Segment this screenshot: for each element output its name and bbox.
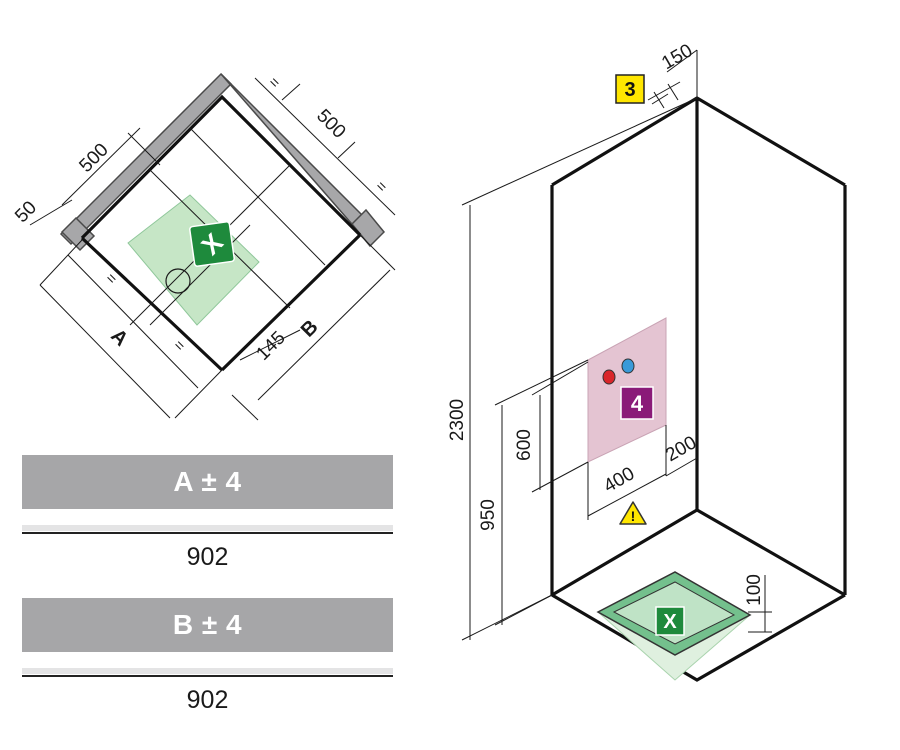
dim-100-label: 100 bbox=[744, 574, 765, 606]
equal-mark: = bbox=[170, 337, 188, 355]
dim-50-label: 50 bbox=[11, 197, 41, 227]
dim-600: 600 bbox=[514, 361, 589, 493]
wall-tile-right bbox=[220, 73, 370, 233]
dim-950: 950 bbox=[478, 359, 589, 626]
tray-wall-back bbox=[80, 94, 362, 240]
tray-front-right bbox=[220, 233, 362, 372]
dim-950-label: 950 bbox=[478, 499, 499, 531]
equal-mark: = bbox=[372, 178, 390, 196]
table-row-a-value: 902 bbox=[186, 543, 229, 571]
tap-zone-marker bbox=[620, 386, 654, 420]
dim-2300: 2300 bbox=[447, 97, 698, 641]
table-row-b-value: 902 bbox=[186, 686, 229, 714]
warning-icon-label: ! bbox=[631, 508, 636, 524]
table-row-a-separator bbox=[22, 525, 393, 531]
dim-150: 150 bbox=[647, 40, 698, 109]
dim-100: 100 bbox=[744, 574, 772, 633]
table-row-a-rule bbox=[22, 532, 393, 534]
dim-2300-label: 2300 bbox=[447, 399, 468, 441]
hot-water-dot bbox=[602, 369, 616, 385]
warning-icon: ! bbox=[619, 501, 647, 525]
drain-x-marker: X bbox=[189, 221, 235, 267]
tap-zone-marker-label: 4 bbox=[631, 391, 644, 416]
plan-view: X 50 500 500 = = A = bbox=[11, 72, 396, 421]
dim-50: 50 bbox=[11, 197, 73, 227]
dim-150-label: 150 bbox=[658, 40, 696, 74]
floor-edge bbox=[551, 593, 846, 682]
drain-circle bbox=[165, 268, 191, 294]
floor-drain-marker-label: X bbox=[663, 611, 677, 633]
equal-mark: = bbox=[102, 270, 120, 288]
plan-guide bbox=[189, 127, 326, 266]
dim-500-left-label: 500 bbox=[75, 139, 112, 176]
dim-600-label: 600 bbox=[514, 429, 535, 461]
tray-front-left bbox=[80, 236, 224, 372]
plan-guide bbox=[149, 224, 251, 326]
floor-drain-marker bbox=[655, 606, 685, 636]
elevation-view: 4 ! X 3 150 2300 bbox=[447, 40, 847, 682]
vent-marker bbox=[615, 74, 645, 104]
table-row-b-rule bbox=[22, 675, 393, 677]
cold-water-dot bbox=[621, 358, 635, 374]
floor-back-edge bbox=[551, 508, 846, 597]
equal-mark: = bbox=[265, 74, 283, 92]
vent-marker-label: 3 bbox=[624, 79, 635, 101]
table-row-b-header: B ± 4 bbox=[22, 598, 393, 652]
dim-200: 200 bbox=[662, 432, 700, 477]
table-row-a-header: A ± 4 bbox=[22, 455, 393, 509]
dim-200-label: 200 bbox=[662, 432, 700, 466]
dim-a-label: A bbox=[106, 325, 132, 351]
dim-500-right-label: 500 bbox=[312, 105, 349, 142]
table-row-b-separator bbox=[22, 668, 393, 674]
dim-b-label: B bbox=[297, 316, 323, 342]
